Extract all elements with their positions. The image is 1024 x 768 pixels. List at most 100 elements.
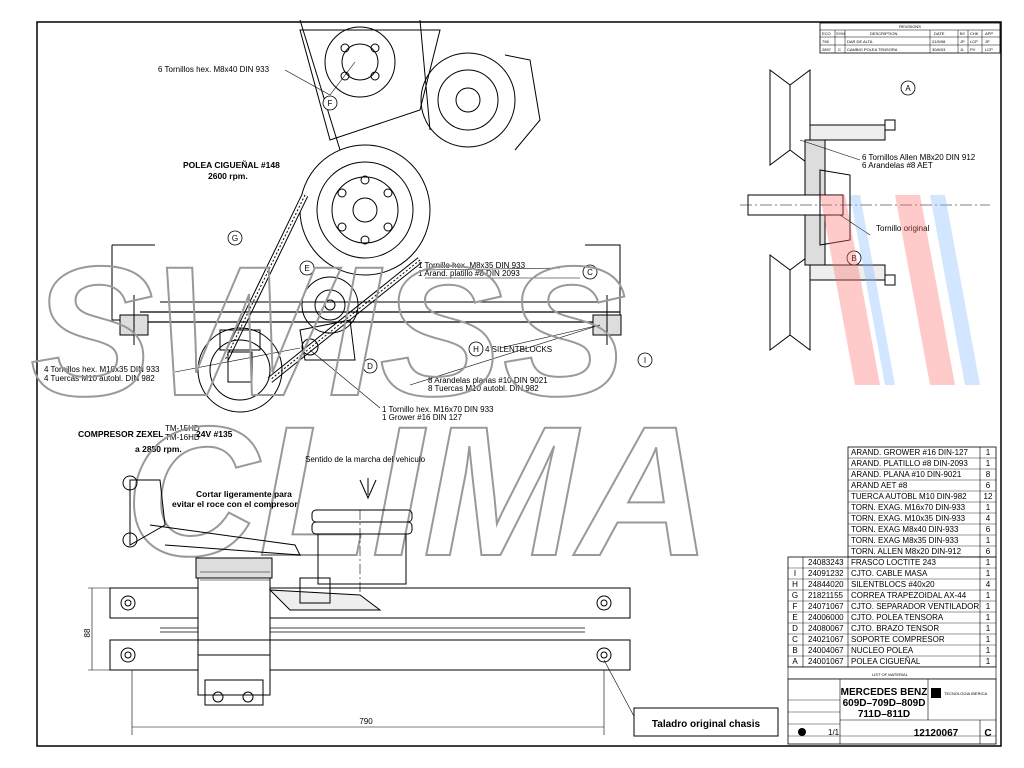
callout-compresor-volt: 24V #135 xyxy=(196,429,233,439)
svg-text:JP: JP xyxy=(985,39,990,44)
svg-text:ARAND AET #8: ARAND AET #8 xyxy=(851,481,908,490)
svg-text:1: 1 xyxy=(986,591,991,600)
svg-text:1: 1 xyxy=(986,558,991,567)
svg-text:SOPORTE COMPRESOR: SOPORTE COMPRESOR xyxy=(851,635,945,644)
taladro-label: Taladro original chasis xyxy=(652,719,761,730)
svg-text:A: A xyxy=(905,84,911,93)
svg-text:CJTO. POLEA TENSORA: CJTO. POLEA TENSORA xyxy=(851,613,944,622)
callout-arandelas-2: 8 Tuercas M10 autobl. DIN 982 xyxy=(428,384,539,393)
svg-text:6: 6 xyxy=(986,525,991,534)
svg-text:ECO: ECO xyxy=(822,31,831,36)
callouts: 6 Tornillos hex. M8x40 DIN 933 POLEA CIG… xyxy=(44,65,976,454)
svg-text:E: E xyxy=(792,613,797,622)
svg-text:24021067: 24021067 xyxy=(808,635,844,644)
svg-text:1: 1 xyxy=(986,602,991,611)
svg-text:C: C xyxy=(792,635,798,644)
svg-text:24006000: 24006000 xyxy=(808,613,844,622)
svg-text:CJTO. CABLE MASA: CJTO. CABLE MASA xyxy=(851,569,928,578)
svg-text:CHK: CHK xyxy=(970,31,979,36)
letter-a-marker: A xyxy=(900,80,916,96)
svg-text:24004067: 24004067 xyxy=(808,646,844,655)
revision-row: 798 DAR DE ALTA 21/5/98 JP LCP JP xyxy=(822,39,990,44)
revision-row: 2897 C CAMBIO POLEA TENSORA 30/6/03 JL P… xyxy=(822,47,993,52)
svg-text:1: 1 xyxy=(986,459,991,468)
revisions-headers: ECO SYM DESCRIPTION DATE BY CHK APP xyxy=(822,31,993,36)
cortar-label-2: evitar el roce con el compresor xyxy=(172,499,298,509)
sentido-label: Sentido de la marcha del vehiculo xyxy=(305,455,426,464)
svg-text:LCP: LCP xyxy=(970,39,978,44)
letter-i-marker: I xyxy=(637,352,653,368)
taladro-box: Taladro original chasis xyxy=(633,707,779,737)
svg-text:21/5/98: 21/5/98 xyxy=(932,39,946,44)
svg-text:TUERCA AUTOBL M10 DIN-982: TUERCA AUTOBL M10 DIN-982 xyxy=(851,492,967,501)
svg-text:4: 4 xyxy=(986,514,991,523)
svg-text:JP: JP xyxy=(960,39,965,44)
callout-m16-1: 1 Tornillo hex. M16x70 DIN 933 xyxy=(382,405,494,414)
callout-allen-2: 6 Arandelas #8 AET xyxy=(862,161,933,170)
svg-text:G: G xyxy=(232,234,238,243)
svg-text:TORN. EXAG M8x40 DIN-933: TORN. EXAG M8x40 DIN-933 xyxy=(851,525,959,534)
svg-text:1: 1 xyxy=(986,448,991,457)
watermark-stripes xyxy=(820,195,980,385)
callout-m10x35-1: 4 Tornillos hex. M10x35 DIN 933 xyxy=(44,365,160,374)
parts-row: C 24021067 SOPORTE COMPRESOR 1 xyxy=(788,635,996,646)
revisions-title: REVISIONS xyxy=(899,24,921,29)
svg-text:24091232: 24091232 xyxy=(808,569,844,578)
projection-symbol xyxy=(798,728,806,736)
parts-row: E 24006000 CJTO. POLEA TENSORA 1 xyxy=(788,613,996,624)
company-name: TECNOLOGIA IBERICA xyxy=(944,691,987,696)
svg-text:24083243: 24083243 xyxy=(808,558,844,567)
svg-text:6: 6 xyxy=(986,481,991,490)
svg-text:8: 8 xyxy=(986,470,991,479)
svg-text:TORN. EXAG M8x35 DIN-933: TORN. EXAG M8x35 DIN-933 xyxy=(851,536,959,545)
title-line3: 711D–811D xyxy=(858,709,910,720)
svg-text:DESCRIPTION: DESCRIPTION xyxy=(870,31,897,36)
svg-text:H: H xyxy=(473,345,479,354)
company-logo xyxy=(931,688,941,698)
letter-d-marker: D xyxy=(362,358,378,374)
callout-tornillo-original: Tornillo original xyxy=(876,224,930,233)
letter-h-marker: H xyxy=(468,341,484,357)
svg-text:ARAND. PLANA #10 DIN-9021: ARAND. PLANA #10 DIN-9021 xyxy=(851,470,962,479)
svg-text:C: C xyxy=(587,268,593,277)
callout-polea-rpm: 2600 rpm. xyxy=(208,171,248,181)
svg-text:D: D xyxy=(792,624,798,633)
parts-row: TORN. EXAG M8x40 DIN-933 6 xyxy=(848,525,996,536)
dim-790: 790 xyxy=(359,717,373,726)
svg-text:1: 1 xyxy=(986,635,991,644)
svg-text:I: I xyxy=(644,356,646,365)
svg-text:JL: JL xyxy=(960,47,965,52)
letter-c-marker: C xyxy=(582,264,598,280)
callout-silentblocks: 4 SILENTBLOCKS xyxy=(485,345,552,354)
list-title: LIST OF MATERIAL xyxy=(872,672,909,677)
belt-drive-assembly xyxy=(111,19,622,413)
svg-text:F: F xyxy=(328,99,333,108)
callout-compresor-model2: TM-16HD xyxy=(165,433,200,442)
svg-text:24080067: 24080067 xyxy=(808,624,844,633)
svg-text:POLEA CIGUEÑAL: POLEA CIGUEÑAL xyxy=(851,657,921,666)
title-line1: MERCEDES BENZ xyxy=(841,687,928,698)
callout-m8x35-2: 1 Arand. platillo #8 DIN 2093 xyxy=(418,269,520,278)
cortar-label-1: Cortar ligeramente para xyxy=(196,489,292,499)
plan-view-text: Sentido de la marcha del vehiculo Cortar… xyxy=(83,455,426,726)
svg-text:6: 6 xyxy=(986,547,991,556)
svg-text:CAMBIO POLEA TENSORA: CAMBIO POLEA TENSORA xyxy=(847,47,898,52)
parts-row: ARAND. PLANA #10 DIN-9021 8 xyxy=(848,470,996,481)
svg-text:1: 1 xyxy=(986,646,991,655)
svg-text:CJTO. BRAZO TENSOR: CJTO. BRAZO TENSOR xyxy=(851,624,939,633)
svg-text:F: F xyxy=(793,602,798,611)
svg-text:LCP: LCP xyxy=(985,47,993,52)
svg-text:FRASCO LOCTITE 243: FRASCO LOCTITE 243 xyxy=(851,558,936,567)
svg-text:B: B xyxy=(792,646,797,655)
svg-text:TORN. ALLEN M8x20 DIN-912: TORN. ALLEN M8x20 DIN-912 xyxy=(851,547,962,556)
svg-text:1: 1 xyxy=(986,613,991,622)
callout-allen-1: 6 Tornillos Allen M8x20 DIN 912 xyxy=(862,153,976,162)
watermark-line1: SWISS xyxy=(30,229,626,435)
svg-text:798: 798 xyxy=(822,39,829,44)
